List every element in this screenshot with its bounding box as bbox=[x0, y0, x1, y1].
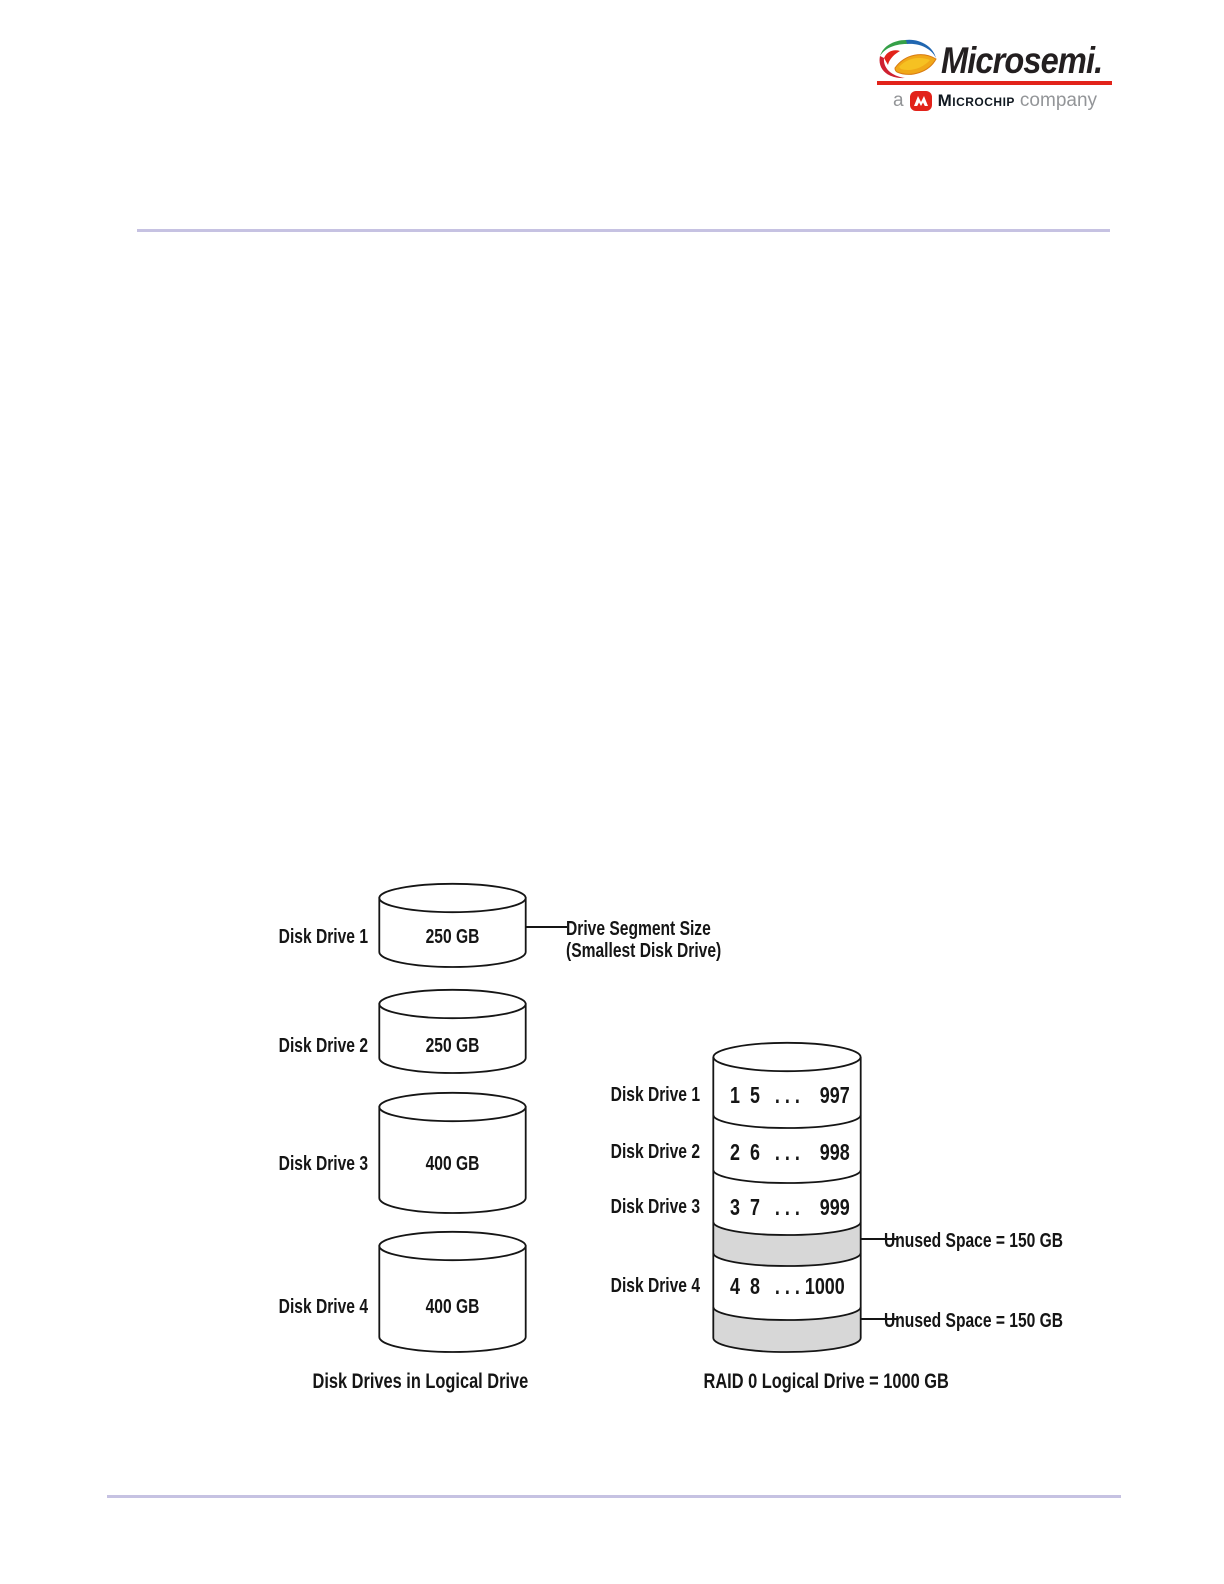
brand-wordmark: Microsemi. bbox=[941, 40, 1103, 81]
drive-size: 400 GB bbox=[425, 1153, 480, 1175]
raid-row-label: Disk Drive 3 bbox=[610, 1196, 700, 1218]
left-panel-caption: Disk Drives in Logical Drive bbox=[312, 1370, 529, 1393]
raid-row-label: Disk Drive 4 bbox=[610, 1275, 700, 1297]
raid-row-segments: 3 7 . . . 999 bbox=[730, 1194, 850, 1220]
disk-cylinder-2 bbox=[378, 988, 527, 1074]
disk-cylinder-1 bbox=[378, 882, 527, 968]
drive-label: Disk Drive 4 bbox=[278, 1296, 368, 1318]
tagline-suffix: company bbox=[1019, 90, 1098, 111]
right-panel-caption: RAID 0 Logical Drive = 1000 GB bbox=[703, 1370, 949, 1393]
microsemi-logo: Microsemi. a Microchip company bbox=[0, 0, 1224, 130]
raid-row-segments: 4 8 . . . 1000 bbox=[730, 1273, 845, 1299]
tagline-brand: Microchip bbox=[937, 91, 1015, 110]
unused-band-fill bbox=[713, 1307, 861, 1352]
drive-label: Disk Drive 3 bbox=[278, 1153, 368, 1175]
drive-label: Disk Drive 2 bbox=[278, 1035, 368, 1057]
disk-cylinder-4 bbox=[378, 1230, 527, 1353]
drive-size: 250 GB bbox=[425, 926, 480, 948]
raid-row-label: Disk Drive 1 bbox=[610, 1084, 700, 1106]
drive-size: 250 GB bbox=[425, 1035, 480, 1057]
tagline-prefix: a bbox=[893, 90, 904, 111]
footer-divider bbox=[107, 1495, 1121, 1498]
segment-annotation-line bbox=[525, 926, 567, 928]
raid0-stack-cylinder bbox=[712, 1041, 898, 1353]
raid-row-segments: 2 6 . . . 998 bbox=[730, 1139, 850, 1165]
header-divider bbox=[137, 229, 1110, 232]
microchip-icon bbox=[909, 91, 932, 111]
segment-annotation-text-1: Drive Segment Size bbox=[566, 918, 711, 940]
brand-tagline: a Microchip company bbox=[893, 90, 1097, 112]
brand-rule bbox=[877, 81, 1112, 85]
microsemi-swirl-icon bbox=[879, 39, 937, 79]
unused-space-label-1: Unused Space = 150 GB bbox=[884, 1230, 1064, 1252]
raid-row-segments: 1 5 . . . 997 bbox=[730, 1082, 850, 1108]
drive-label: Disk Drive 1 bbox=[278, 926, 368, 948]
unused-space-label-2: Unused Space = 150 GB bbox=[884, 1310, 1064, 1332]
drive-size: 400 GB bbox=[425, 1296, 480, 1318]
segment-annotation-text-2: (Smallest Disk Drive) bbox=[566, 940, 722, 962]
disk-cylinder-3 bbox=[378, 1091, 527, 1214]
unused-band-fill bbox=[713, 1222, 861, 1267]
raid-row-label: Disk Drive 2 bbox=[610, 1141, 700, 1163]
